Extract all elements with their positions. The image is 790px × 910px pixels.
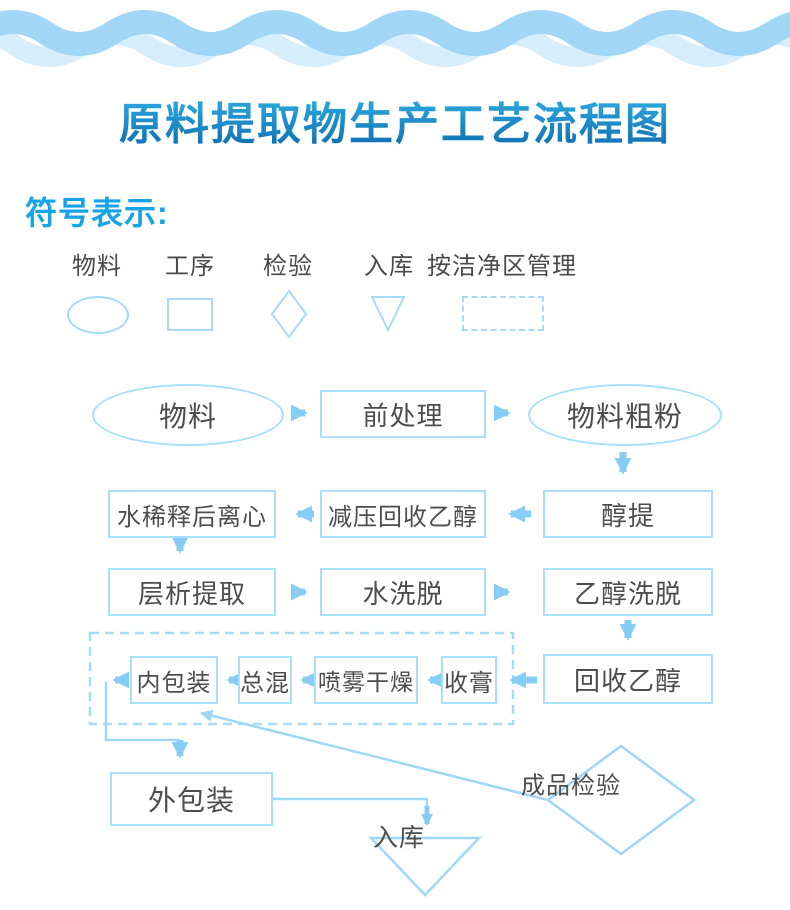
legend-heading: 符号表示: — [25, 195, 169, 231]
wave-dark-band — [0, 10, 790, 56]
connector-inspection-to-inner-packaging — [199, 709, 549, 802]
legend-label-process: 工序 — [165, 253, 215, 280]
node-vacuum-ethanol-recovery: 减压回收乙醇 — [320, 490, 486, 538]
legend-rect-icon — [167, 298, 213, 331]
flow-arrows — [112, 404, 637, 759]
warehousing-label: 入库 — [372, 824, 426, 852]
node-spray-drying: 喷雾干燥 — [314, 656, 418, 704]
legend-label-clean-area: 按洁净区管理 — [427, 253, 577, 280]
connector-inner-to-outer-packaging — [104, 682, 180, 742]
node-outer-packaging: 外包装 — [110, 772, 273, 826]
legend-triangle-down-icon — [370, 296, 406, 333]
legend-label-warehousing: 入库 — [364, 253, 414, 280]
node-inner-packaging: 内包装 — [130, 656, 218, 704]
node-water-elution: 水洗脱 — [320, 568, 486, 616]
thin-connectors — [104, 682, 549, 808]
node-water-dilution-centrifuge: 水稀释后离心 — [108, 490, 276, 538]
node-final-blending: 总混 — [238, 656, 292, 704]
inspection-diamond-shape — [545, 744, 697, 856]
legend-diamond-icon — [270, 289, 308, 339]
legend-shapes — [270, 289, 406, 339]
node-ethanol-recovery: 回收乙醇 — [543, 654, 713, 704]
legend-label-material: 物料 — [72, 253, 122, 280]
node-coarse-powder: 物料粗粉 — [528, 384, 722, 446]
node-ethanol-elution: 乙醇洗脱 — [543, 568, 713, 616]
node-chromatography-extraction: 层析提取 — [108, 568, 276, 616]
legend-label-inspection: 检验 — [263, 253, 313, 280]
node-alcohol-extraction: 醇提 — [543, 490, 713, 538]
legend-dashed-rect-icon — [462, 296, 544, 331]
node-material: 物料 — [92, 384, 284, 446]
top-wave-decoration — [0, 10, 790, 67]
warehousing-triangle-shape — [368, 836, 482, 897]
node-paste-collection: 收膏 — [441, 656, 497, 704]
inspection-label: 成品检验 — [521, 772, 621, 799]
connector-outer-packaging-to-warehousing — [273, 797, 429, 808]
node-pretreatment: 前处理 — [320, 390, 486, 438]
legend-ellipse-icon — [67, 296, 129, 334]
page-title: 原料提取物生产工艺流程图 — [0, 88, 790, 152]
